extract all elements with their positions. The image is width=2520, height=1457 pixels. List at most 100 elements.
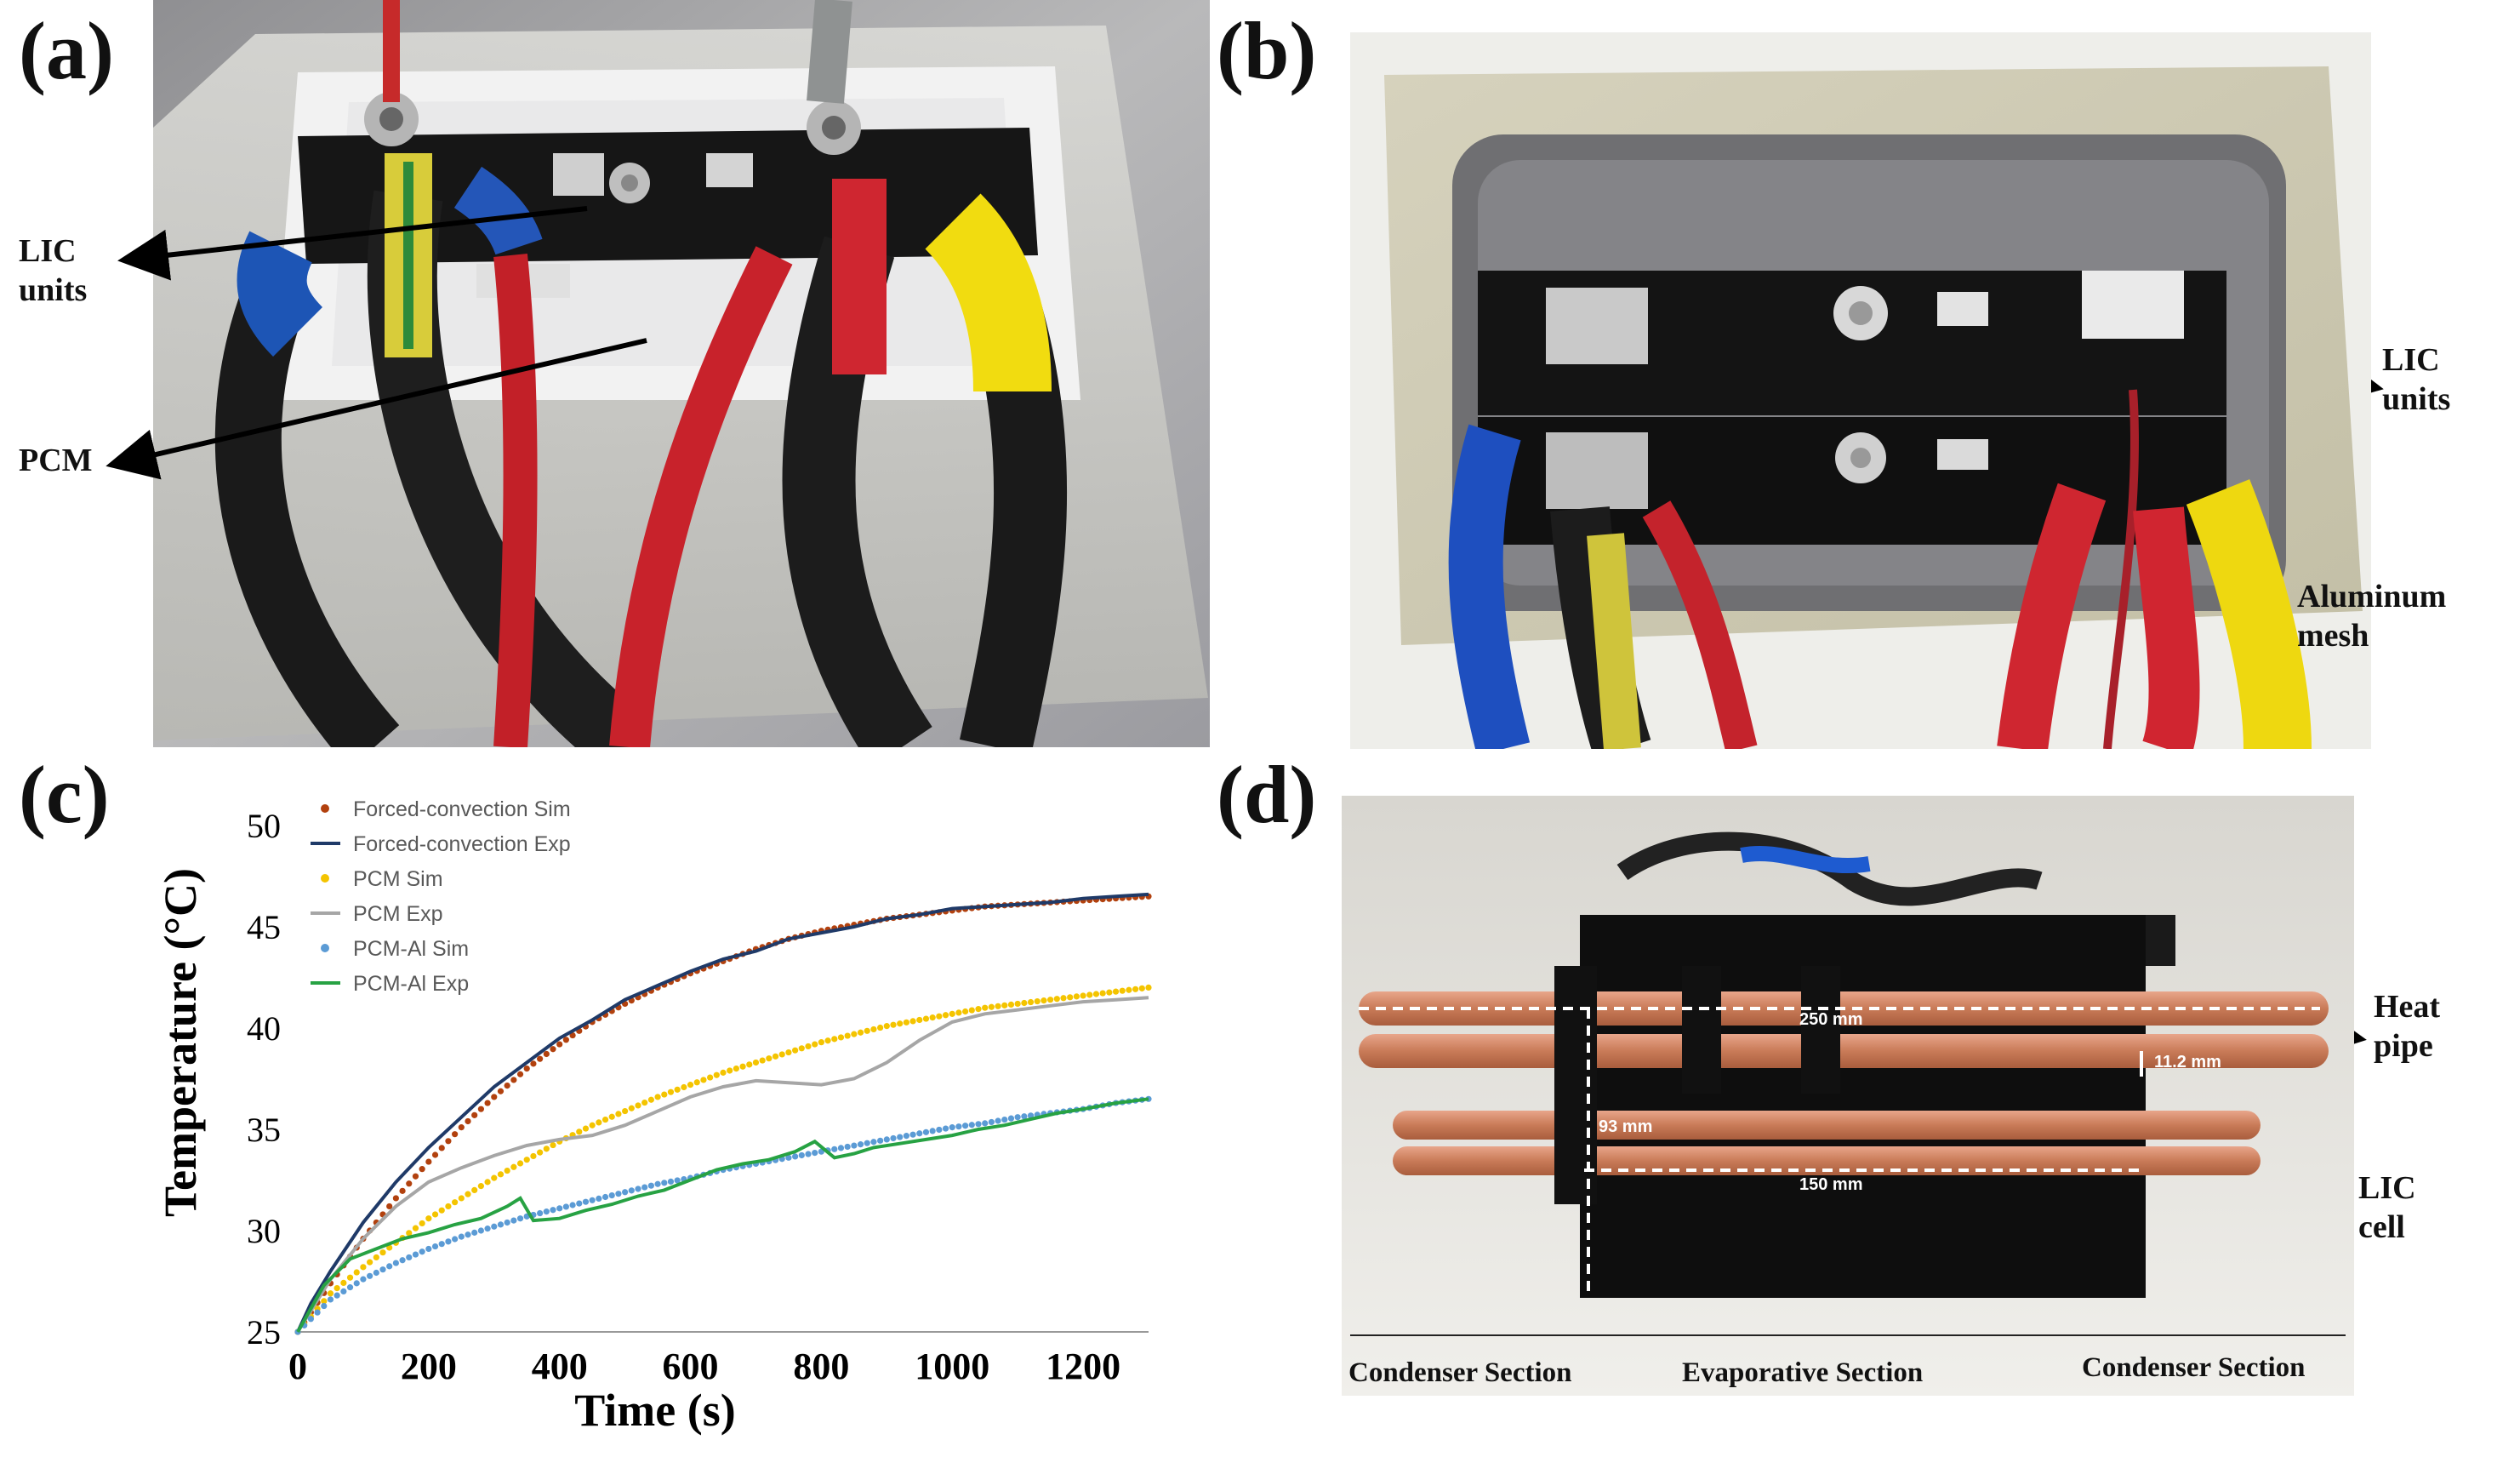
data-point xyxy=(452,1236,459,1243)
section-condenser-right: Condenser Section xyxy=(2082,1352,2306,1383)
data-point xyxy=(1138,985,1145,991)
section-annotations: Condenser Section Evaporative Section Co… xyxy=(1348,1334,2346,1388)
data-point xyxy=(844,1143,851,1151)
data-point xyxy=(622,1107,629,1115)
data-point xyxy=(569,1031,576,1039)
y-tick-label: 45 xyxy=(247,908,281,946)
data-point xyxy=(510,1077,517,1083)
data-point xyxy=(530,1152,537,1160)
photo-d-drawing xyxy=(1342,796,2354,1396)
data-point xyxy=(995,1003,1001,1009)
data-point xyxy=(916,1130,923,1137)
data-point xyxy=(1001,1116,1008,1123)
series-forced-convection-exp xyxy=(296,892,1149,1333)
data-point xyxy=(523,1066,530,1072)
data-point xyxy=(537,1209,544,1217)
data-point xyxy=(562,1203,569,1210)
data-point xyxy=(812,1150,818,1157)
legend-entry: PCM-Al Sim xyxy=(321,937,469,961)
data-point xyxy=(504,1167,510,1174)
data-point xyxy=(641,1099,648,1106)
y-tick-label: 35 xyxy=(247,1111,281,1149)
data-point xyxy=(949,1124,955,1131)
data-point xyxy=(477,1183,484,1190)
data-point xyxy=(406,1254,413,1261)
data-point xyxy=(353,1280,360,1287)
data-point xyxy=(367,1272,373,1279)
data-point xyxy=(445,1203,452,1210)
data-point xyxy=(465,1117,471,1125)
data-point xyxy=(1014,1114,1021,1121)
data-point xyxy=(484,1226,491,1232)
data-point xyxy=(628,1105,635,1111)
data-point xyxy=(916,1016,923,1024)
data-point xyxy=(995,1117,1001,1124)
data-point xyxy=(465,1231,471,1238)
data-point xyxy=(516,1160,524,1167)
data-point xyxy=(412,1251,419,1258)
data-point xyxy=(438,1241,445,1248)
data-point xyxy=(576,1128,583,1135)
data-point xyxy=(392,1195,399,1202)
data-point xyxy=(491,1174,498,1181)
photo-a-lic-pcm-module xyxy=(153,0,1210,747)
data-point xyxy=(1126,986,1132,993)
data-point xyxy=(484,1100,491,1106)
arrow-a-pcm xyxy=(105,338,647,480)
data-point xyxy=(1145,984,1152,991)
data-point xyxy=(1132,986,1139,992)
data-point xyxy=(647,1182,654,1189)
data-point xyxy=(1086,991,1093,998)
data-point xyxy=(346,1274,354,1281)
y-axis-label: Temperature (°C) xyxy=(155,868,206,1217)
data-point xyxy=(589,1197,596,1203)
photo-a-drawing xyxy=(153,0,1210,747)
panel-c-letter: (c) xyxy=(19,749,110,840)
series-pcm-exp xyxy=(296,996,1149,1334)
data-point xyxy=(406,1180,413,1187)
data-point xyxy=(386,1203,393,1210)
panel-d-letter: (d) xyxy=(1217,749,1317,840)
data-point xyxy=(922,1015,930,1022)
series-pcm-sim xyxy=(294,984,1152,1335)
data-point xyxy=(504,1219,510,1226)
data-point xyxy=(1060,995,1067,1002)
data-point xyxy=(654,1094,661,1100)
data-point xyxy=(851,1142,858,1149)
data-point xyxy=(909,1131,916,1138)
data-point xyxy=(713,1071,720,1078)
legend-entry: PCM Exp xyxy=(311,902,443,926)
data-point xyxy=(1021,1113,1028,1120)
data-point xyxy=(864,1027,870,1034)
data-point xyxy=(412,1225,419,1231)
data-point xyxy=(497,1171,505,1178)
data-point xyxy=(510,1217,517,1224)
data-point xyxy=(543,1146,550,1152)
data-point xyxy=(596,1195,602,1202)
data-point xyxy=(550,1046,556,1053)
data-point xyxy=(962,1008,969,1015)
legend-label: PCM Sim xyxy=(353,867,443,891)
data-point xyxy=(445,1138,452,1145)
data-point xyxy=(727,1067,733,1074)
data-point xyxy=(988,1118,995,1126)
data-point xyxy=(667,1088,675,1095)
data-point xyxy=(857,1029,864,1036)
x-tick-label: 400 xyxy=(532,1346,588,1387)
data-point xyxy=(353,1269,360,1276)
data-point xyxy=(576,1200,583,1207)
data-point xyxy=(837,1145,845,1151)
series-line xyxy=(296,1097,1149,1333)
x-axis-label: Time (s) xyxy=(574,1385,735,1436)
data-point xyxy=(615,1191,622,1197)
data-point xyxy=(556,1205,563,1212)
data-point xyxy=(458,1233,465,1240)
data-point xyxy=(392,1260,399,1266)
data-point xyxy=(340,1279,347,1287)
data-point xyxy=(647,1096,654,1103)
data-point xyxy=(419,1248,425,1255)
data-point xyxy=(491,1094,498,1100)
data-point xyxy=(373,1269,379,1277)
data-point xyxy=(693,1079,700,1086)
